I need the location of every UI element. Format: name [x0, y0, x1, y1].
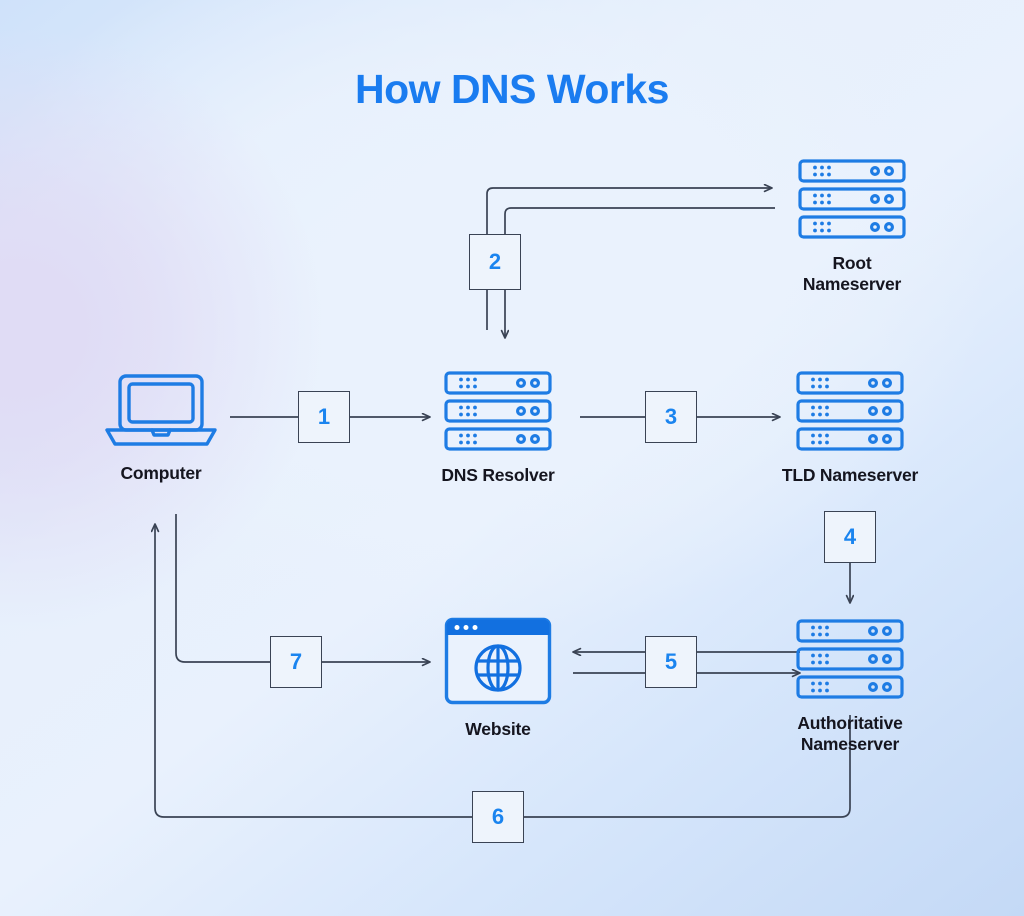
node-dns-resolver[interactable]: DNS Resolver	[422, 370, 574, 486]
node-authoritative-nameserver[interactable]: Authoritative Nameserver	[774, 618, 926, 754]
node-authoritative-nameserver-label: Authoritative Nameserver	[797, 713, 903, 754]
line-step7-a	[175, 514, 270, 663]
line-step6-a	[524, 715, 851, 818]
node-computer[interactable]: Computer	[88, 372, 234, 484]
node-tld-nameserver-label: TLD Nameserver	[781, 465, 919, 485]
step-number: 1	[317, 404, 331, 429]
step-box-1[interactable]: 1	[298, 391, 350, 443]
server-rack-icon	[444, 371, 552, 451]
step-box-2[interactable]: 2	[469, 234, 521, 290]
line-step6-b	[155, 524, 472, 818]
step-number: 6	[491, 804, 505, 829]
node-website-label: Website	[465, 719, 531, 739]
node-root-nameserver[interactable]: Root Nameserver	[776, 158, 928, 294]
server-rack-icon	[796, 619, 904, 699]
line-step2-in	[505, 207, 775, 338]
node-computer-label: Computer	[120, 463, 202, 483]
line-step2-out	[486, 188, 772, 330]
step-box-5[interactable]: 5	[645, 636, 697, 688]
step-box-7[interactable]: 7	[270, 636, 322, 688]
page-title: How DNS Works	[355, 66, 669, 112]
step-number: 3	[664, 404, 678, 429]
node-dns-resolver-label: DNS Resolver	[441, 465, 555, 485]
server-rack-icon	[798, 159, 906, 239]
step-box-4[interactable]: 4	[824, 511, 876, 563]
laptop-icon	[105, 374, 217, 446]
node-tld-nameserver[interactable]: TLD Nameserver	[774, 370, 926, 486]
server-rack-icon	[796, 371, 904, 451]
step-box-6[interactable]: 6	[472, 791, 524, 843]
step-number: 7	[289, 649, 303, 674]
step-number: 2	[488, 249, 502, 274]
node-website[interactable]: Website	[432, 616, 564, 740]
step-number: 5	[664, 649, 678, 674]
node-root-nameserver-label: Root Nameserver	[802, 253, 902, 294]
step-number: 4	[843, 524, 857, 549]
browser-globe-icon	[444, 617, 552, 705]
step-box-3[interactable]: 3	[645, 391, 697, 443]
